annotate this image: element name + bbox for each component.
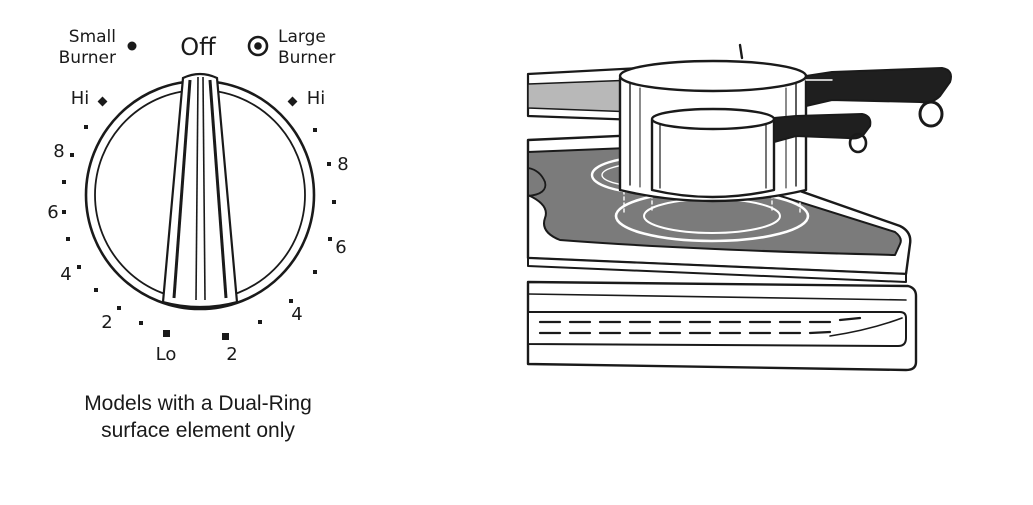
small-burner-dot-icon: [127, 41, 137, 51]
tick: [62, 210, 66, 214]
oven-trim-line: [527, 293, 907, 301]
tick: [313, 128, 317, 132]
right-low-square-icon: [222, 333, 229, 340]
left-scale-hi: Hi: [71, 88, 90, 109]
right-scale-6: 6: [335, 237, 346, 258]
small-burner-label-line1: Small: [69, 27, 116, 47]
small-burner-label-line2: Burner: [59, 48, 116, 68]
large-burner-double-ring-icon: [247, 35, 269, 57]
tick: [62, 180, 66, 184]
right-scale-hi: Hi: [307, 88, 326, 109]
tick: [258, 320, 262, 324]
oven-vent-panel: [527, 311, 907, 347]
large-burner-label-line1: Large: [278, 27, 326, 47]
oven-panel-curve: [829, 317, 903, 337]
tick: [94, 288, 98, 292]
vent-slots: [538, 316, 862, 335]
tick: [117, 306, 121, 310]
control-knob-diagram: Small Burner Off Large Burner Hi 8 6: [47, 27, 348, 442]
lo-label: Lo: [156, 344, 177, 365]
tick: [139, 321, 143, 325]
right-scale-8: 8: [337, 154, 348, 175]
knob-grip: [161, 72, 239, 309]
tick: [328, 237, 332, 241]
right-scale-4: 4: [291, 304, 302, 325]
left-scale-6: 6: [47, 202, 58, 223]
glass-edge: [527, 167, 547, 197]
tick: [70, 153, 74, 157]
small-pot: [650, 107, 872, 199]
tick: [77, 265, 81, 269]
caption-line1: Models with a Dual-Ring: [84, 392, 312, 415]
tick: [332, 200, 336, 204]
tick: [66, 237, 70, 241]
cooktop-front-edge: [527, 257, 907, 283]
right-scale-2: 2: [226, 344, 237, 365]
right-hi-diamond-icon: [287, 96, 298, 107]
left-scale-4: 4: [60, 264, 71, 285]
left-scale-8: 8: [53, 141, 64, 162]
tick: [289, 299, 293, 303]
large-burner-label-line2: Burner: [278, 48, 335, 68]
cooktop-illustration: [526, 43, 952, 372]
left-scale-2: 2: [101, 312, 112, 333]
lo-square-icon: [163, 330, 170, 337]
off-label: Off: [180, 33, 216, 61]
tick: [84, 125, 88, 129]
tick: [327, 162, 331, 166]
caption-line2: surface element only: [101, 419, 295, 442]
left-hi-diamond-icon: [97, 96, 108, 107]
tick: [313, 270, 317, 274]
